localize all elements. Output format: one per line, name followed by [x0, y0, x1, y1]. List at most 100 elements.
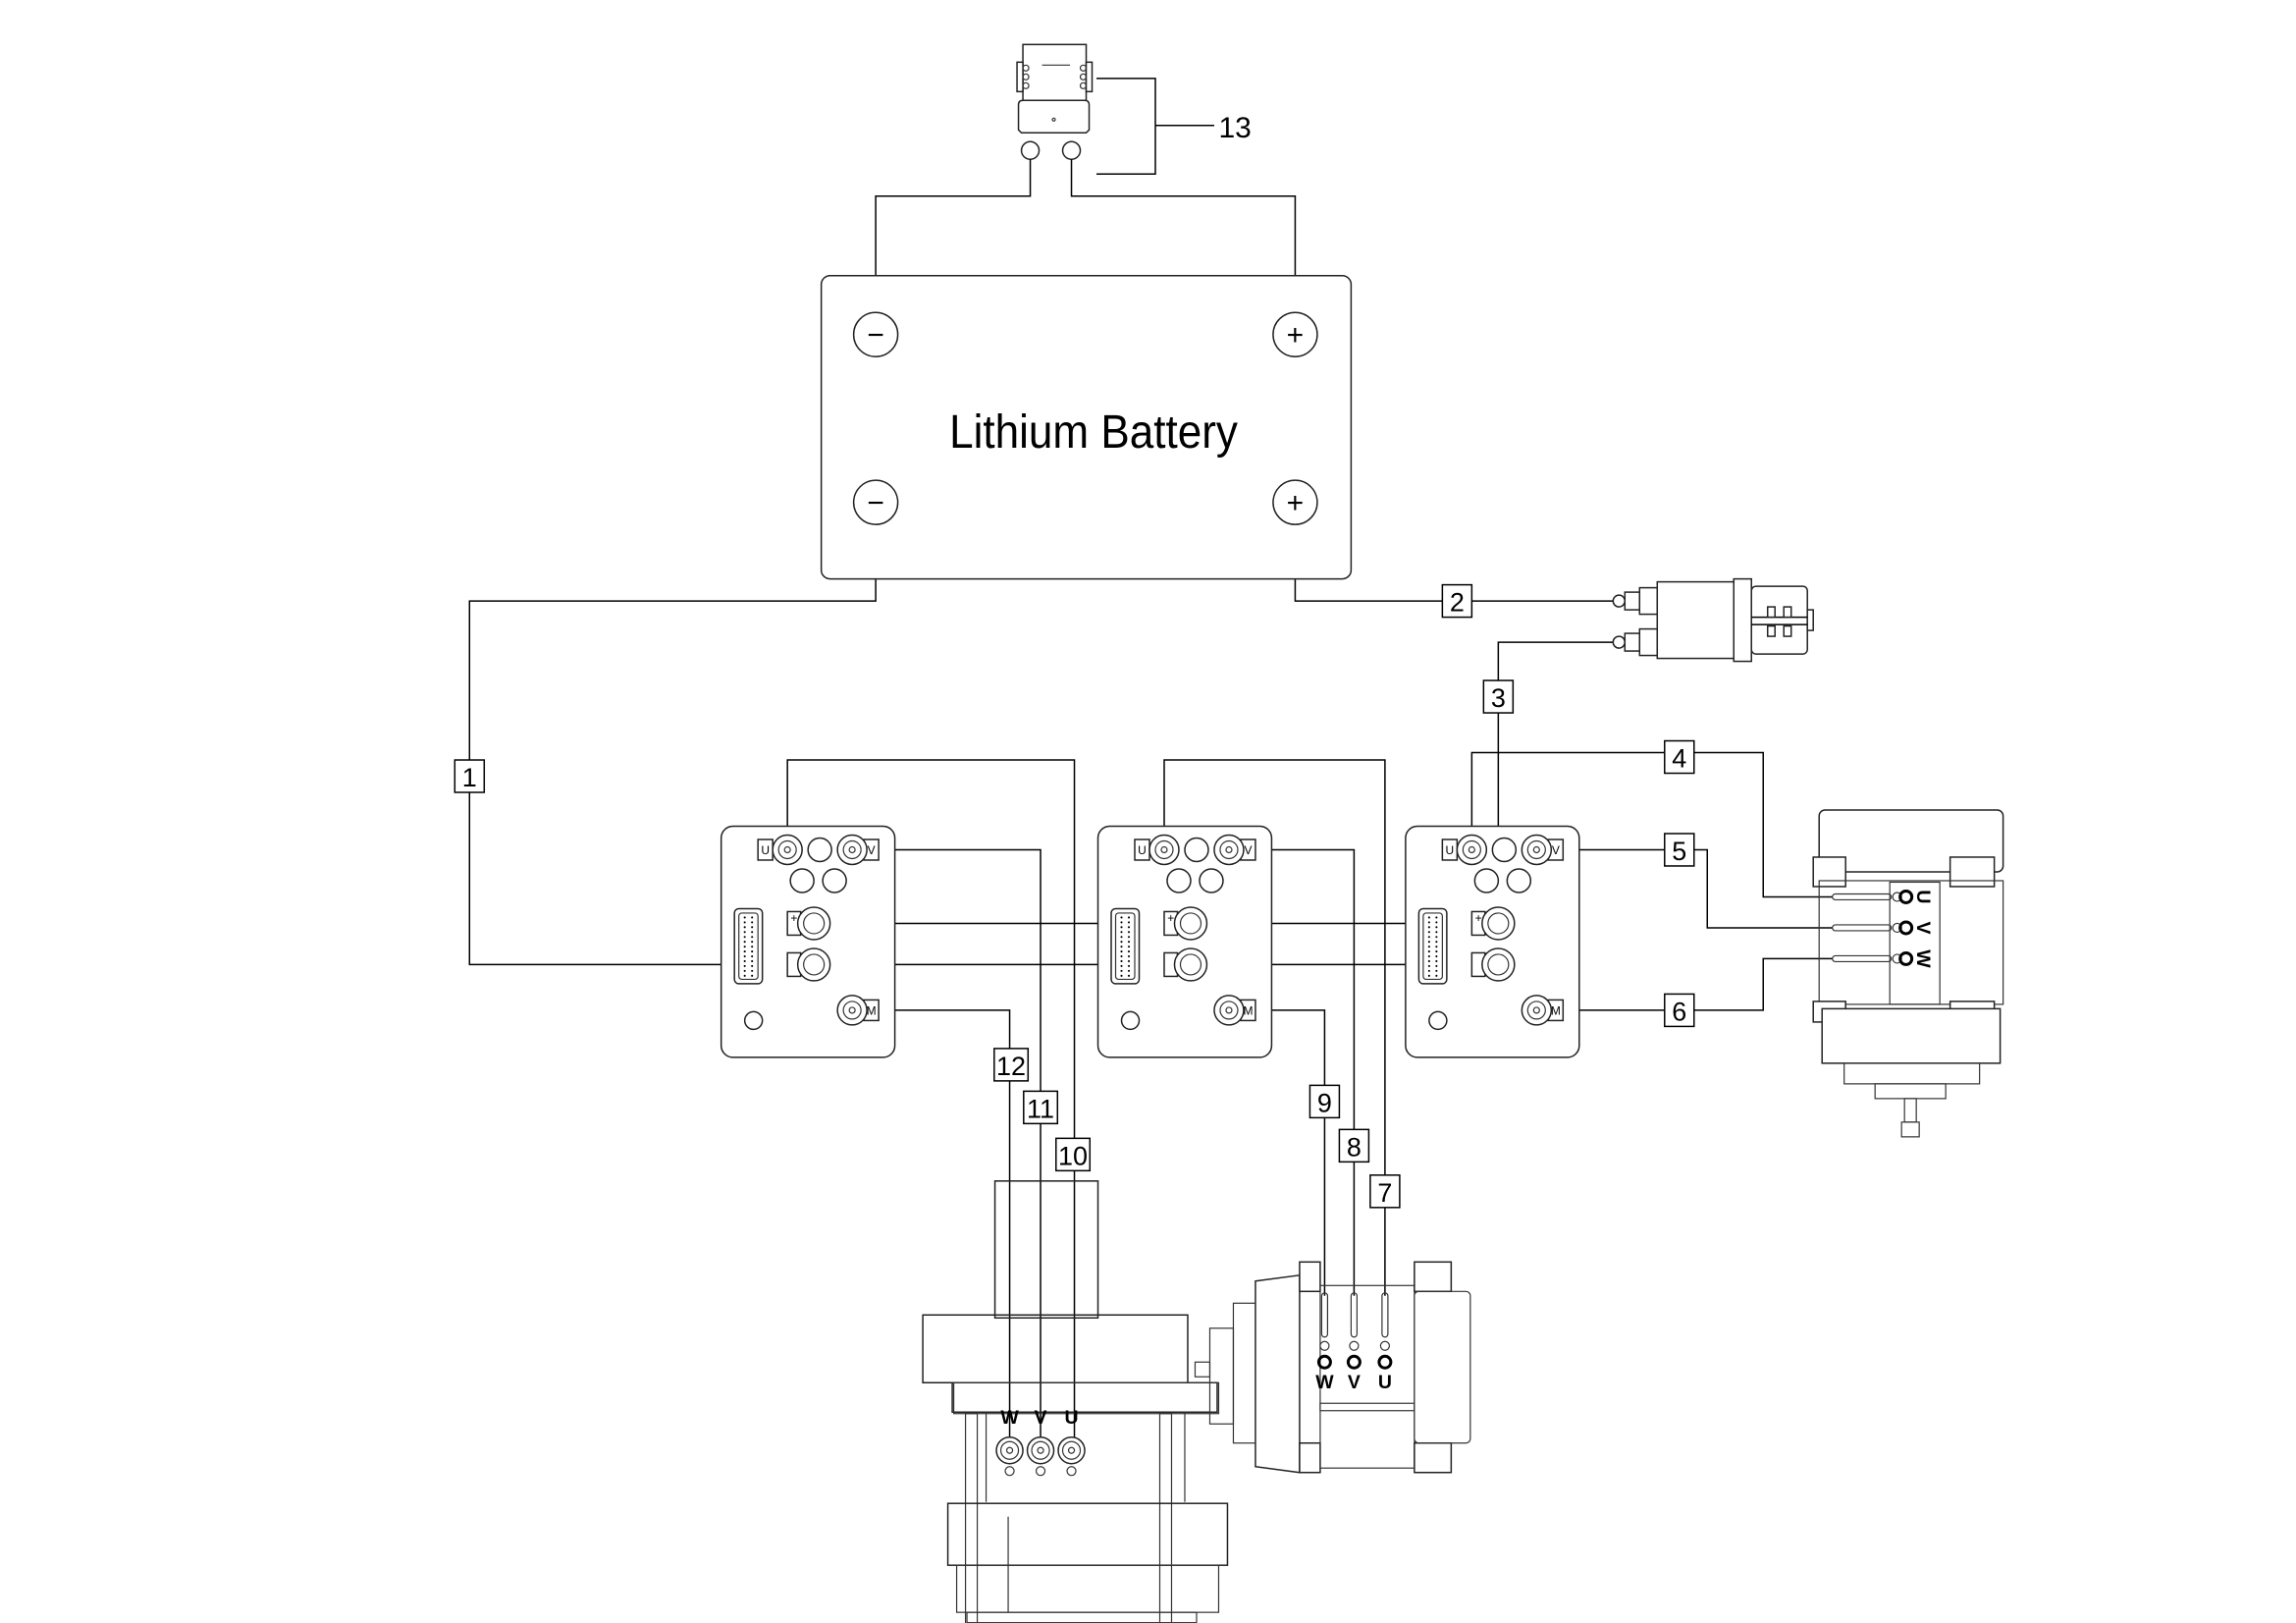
- terminal-u-label: U: [1446, 843, 1455, 857]
- callout-2: 2: [1441, 583, 1473, 619]
- wire-12: [864, 1009, 1011, 1451]
- svg-text:U: U: [1378, 1372, 1392, 1393]
- terminal-m-label: M: [1551, 1003, 1561, 1017]
- terminal-u: U: [757, 834, 803, 866]
- terminal-b-minus: [1163, 947, 1208, 982]
- svg-text:6: 6: [1672, 997, 1686, 1026]
- svg-text:9: 9: [1317, 1088, 1332, 1117]
- wire-4: [1470, 751, 1833, 898]
- svg-text:+: +: [1287, 319, 1305, 352]
- charging-connector: [1016, 43, 1094, 161]
- signal-connector: [1110, 907, 1141, 985]
- terminal-u: U: [1377, 1292, 1393, 1393]
- terminal-w: W: [1315, 1292, 1334, 1393]
- terminal-m-label: M: [867, 1003, 877, 1017]
- svg-text:U: U: [1912, 890, 1934, 903]
- svg-text:U: U: [1064, 1407, 1078, 1429]
- lithium-battery: − + − + Lithium Battery: [820, 274, 1353, 580]
- callout-5: 5: [1664, 833, 1695, 867]
- terminal-b-minus: [1470, 947, 1516, 982]
- controllers: U V + M U V + M U V + M: [720, 825, 1580, 1058]
- terminal-v: V: [1346, 1292, 1362, 1393]
- callout-3: 3: [1482, 679, 1515, 714]
- main-contactor: [1612, 577, 1814, 663]
- wire-3: [1497, 641, 1614, 906]
- callout-7: 7: [1369, 1174, 1401, 1209]
- callout-9: 9: [1308, 1084, 1341, 1119]
- terminal-m: M: [1521, 995, 1565, 1026]
- terminal-v: V: [1026, 1407, 1055, 1477]
- wire-6: [1545, 957, 1833, 1011]
- terminal-u: U: [1441, 834, 1488, 866]
- terminal-v: V: [1832, 920, 1934, 936]
- terminal-v-label: V: [868, 843, 876, 857]
- battery-title: Lithium Battery: [949, 406, 1238, 459]
- motor-right: U V W: [1812, 809, 2004, 1138]
- wire-5: [1545, 848, 1833, 929]
- svg-text:+: +: [1287, 487, 1305, 519]
- callout-11: 11: [1023, 1090, 1059, 1125]
- svg-text:+: +: [1475, 911, 1482, 925]
- terminal-m: M: [1213, 995, 1256, 1026]
- svg-text:1: 1: [462, 763, 477, 792]
- terminal-b-plus: +: [1470, 906, 1516, 941]
- svg-text:4: 4: [1672, 744, 1686, 774]
- signal-connector: [733, 907, 764, 985]
- callout-4: 4: [1664, 739, 1695, 775]
- motor-controller-3: U V + M: [1405, 825, 1580, 1058]
- svg-text:+: +: [790, 911, 797, 925]
- callout-12: 12: [993, 1048, 1030, 1082]
- motor-controller-2: U V + M: [1096, 825, 1273, 1058]
- motor-controller-1: U V + M: [720, 825, 896, 1058]
- terminal-v-label: V: [1552, 843, 1560, 857]
- terminal-v-label: V: [1244, 843, 1252, 857]
- terminal-v: V: [1213, 834, 1256, 866]
- svg-text:3: 3: [1491, 683, 1506, 713]
- svg-text:V: V: [1035, 1407, 1047, 1429]
- terminal-u: U: [1134, 834, 1180, 866]
- terminal-v: V: [836, 834, 880, 866]
- callout-8: 8: [1338, 1128, 1370, 1163]
- svg-text:W: W: [1000, 1407, 1019, 1429]
- callout-10: 10: [1055, 1137, 1092, 1172]
- svg-text:−: −: [867, 487, 884, 519]
- wire-1: [468, 524, 1481, 966]
- wire-charger-negative: [875, 159, 1032, 313]
- battery-terminal-positive-bottom: +: [1272, 479, 1318, 525]
- terminal-b-minus: [786, 947, 831, 982]
- terminal-w: W: [1832, 949, 1934, 968]
- svg-text:7: 7: [1377, 1178, 1392, 1208]
- svg-text:W: W: [1912, 949, 1934, 968]
- callout-13: 13: [1218, 112, 1251, 144]
- terminal-u: U: [1057, 1407, 1086, 1477]
- wire-7: [1163, 759, 1386, 1296]
- svg-text:−: −: [867, 319, 884, 352]
- svg-text:2: 2: [1450, 588, 1465, 618]
- svg-text:+: +: [1167, 911, 1174, 925]
- terminal-m-label: M: [1243, 1003, 1253, 1017]
- svg-text:10: 10: [1058, 1141, 1088, 1170]
- terminal-u-label: U: [1138, 843, 1147, 857]
- svg-text:V: V: [1348, 1372, 1361, 1393]
- svg-text:W: W: [1315, 1372, 1334, 1393]
- callout-1: 1: [454, 759, 486, 793]
- battery-terminal-negative-top: −: [852, 311, 899, 357]
- battery-terminal-negative-bottom: −: [852, 479, 899, 525]
- svg-text:12: 12: [996, 1052, 1026, 1081]
- terminal-m: M: [836, 995, 880, 1026]
- callout-6: 6: [1664, 993, 1695, 1028]
- wire-11: [864, 848, 1041, 1451]
- svg-text:V: V: [1912, 921, 1934, 934]
- signal-connector: [1417, 907, 1448, 985]
- wire-charger-positive: [1070, 159, 1297, 313]
- callout-13-bracket: 13: [1096, 78, 1252, 176]
- terminal-u: U: [1832, 889, 1934, 904]
- terminal-w: W: [995, 1407, 1024, 1477]
- terminal-v: V: [1521, 834, 1565, 866]
- terminal-u-label: U: [761, 843, 770, 857]
